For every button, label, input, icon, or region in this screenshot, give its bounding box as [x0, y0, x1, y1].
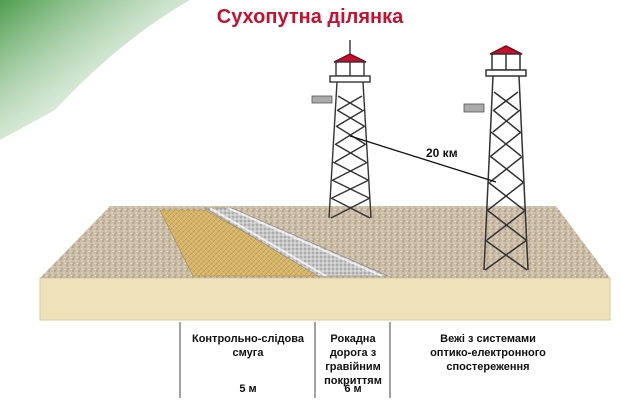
corner-accent [0, 0, 190, 140]
section-label-control-strip: Контрольно-слідова смуга [191, 333, 304, 359]
section-width-control-strip: 5 м [239, 383, 257, 395]
ground-front-face [39, 277, 611, 321]
section-label-road: Рокадна дорога з гравійним покриттям [324, 333, 382, 387]
distance-label: 20 км [426, 146, 458, 160]
watch-tower-left [311, 40, 372, 219]
section-label-towers: Вежі з системами оптико-електронного спо… [430, 333, 546, 373]
distance-line [349, 135, 497, 183]
section-width-road: 6 м [344, 383, 362, 395]
page-title: Сухопутна ділянка [216, 6, 404, 28]
watch-tower-right [463, 45, 529, 271]
